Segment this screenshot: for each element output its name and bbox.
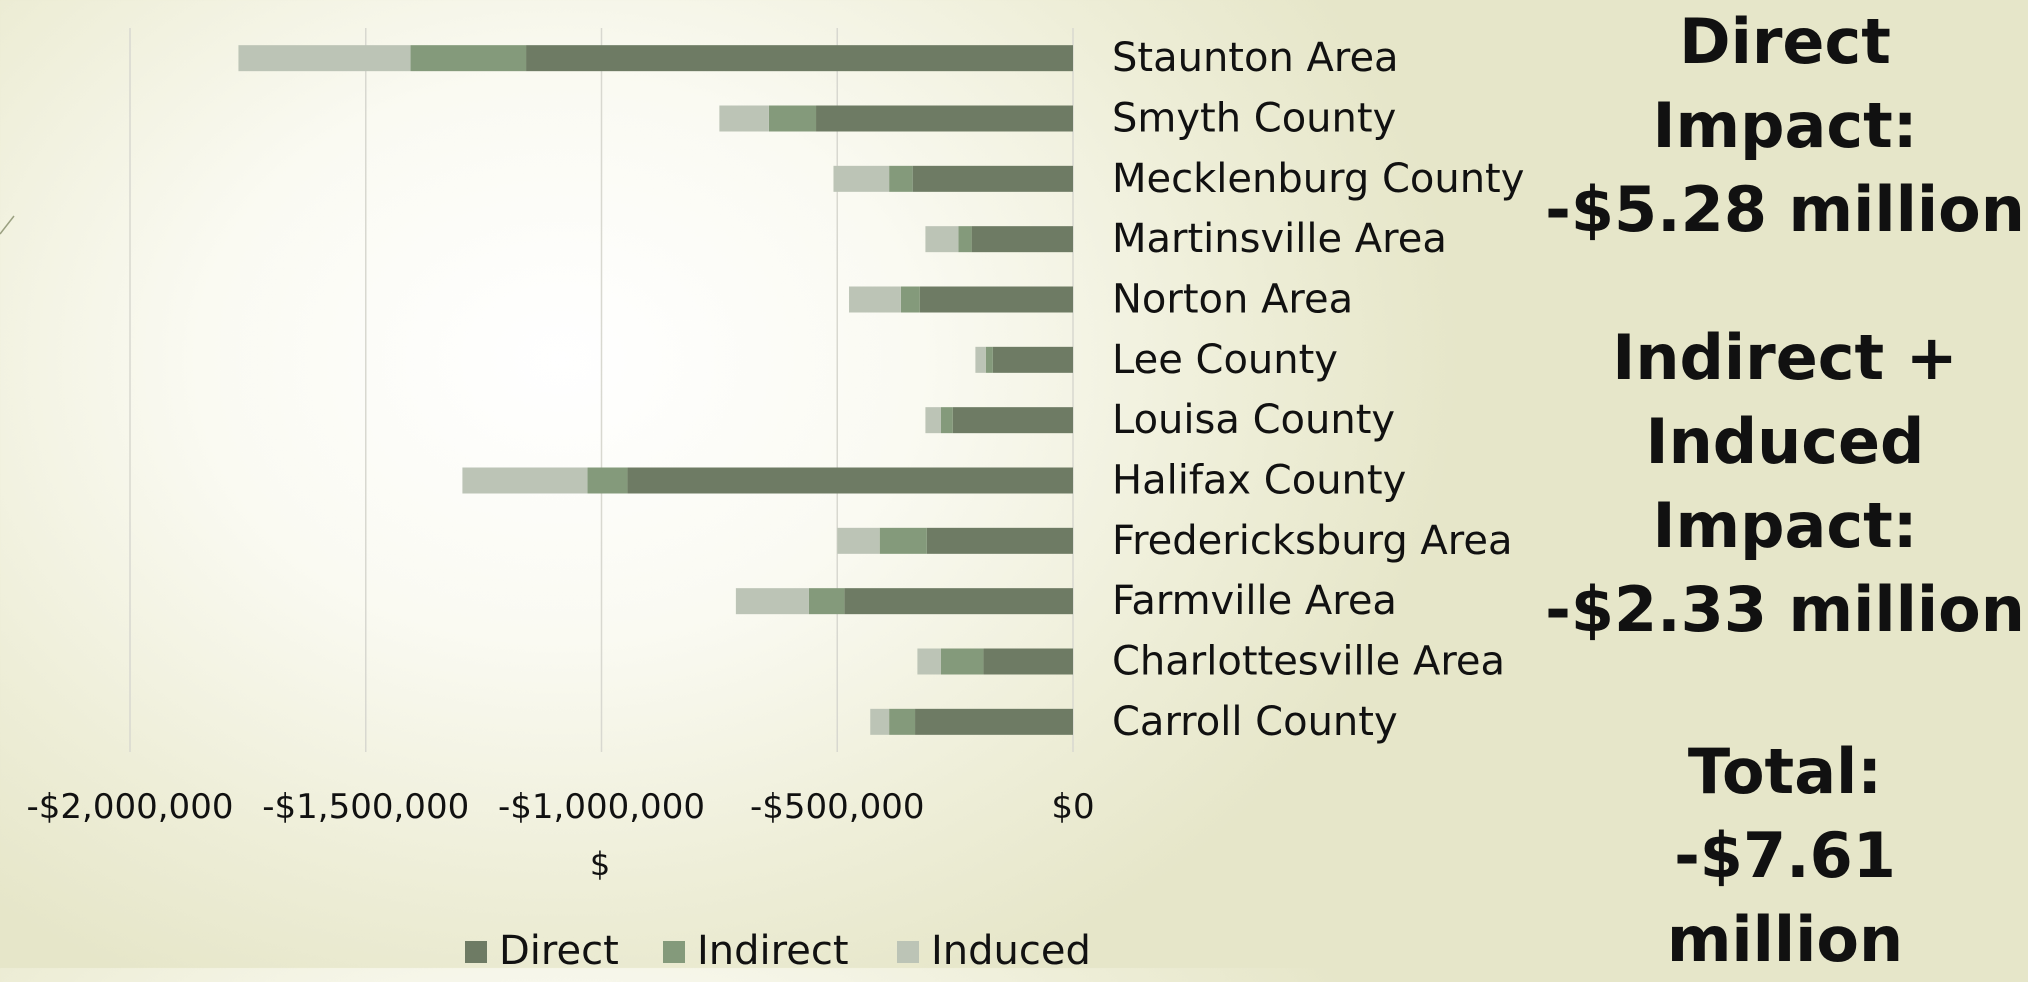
x-tick-label: -$2,000,000 xyxy=(27,787,234,827)
category-label: Martinsville Area xyxy=(1112,216,1447,262)
x-tick-label: -$1,000,000 xyxy=(498,787,705,827)
bar-direct-smyth-county xyxy=(816,105,1073,132)
category-label: Charlottesville Area xyxy=(1112,639,1505,685)
direct-impact-line-2: Impact: xyxy=(1652,89,1918,162)
direct-impact-text: Direct Impact: -$5.28 million xyxy=(1545,0,2025,252)
category-label: Carroll County xyxy=(1112,699,1398,745)
bar-induced-martinsville-area xyxy=(925,226,959,253)
bar-direct-martinsville-area xyxy=(971,226,1073,253)
x-axis-label: $ xyxy=(590,845,610,883)
direct-impact-line-3: -$5.28 million xyxy=(1545,173,2025,246)
bar-direct-norton-area xyxy=(919,286,1073,313)
bar-indirect-lee-county xyxy=(985,346,993,373)
bar-direct-mecklenburg-county xyxy=(912,165,1073,192)
bar-direct-staunton-area xyxy=(526,45,1073,72)
indirect-impact-line-2: Induced xyxy=(1645,405,1925,478)
x-tick-labels: -$2,000,000 -$1,500,000 -$1,000,000 -$500,0… xyxy=(27,787,1095,827)
bar-indirect-fredericksburg-area xyxy=(879,527,927,554)
category-label: Smyth County xyxy=(1112,96,1396,142)
bar-indirect-martinsville-area xyxy=(958,226,972,253)
bar-indirect-charlottesville-area xyxy=(940,648,984,675)
x-tick-label: -$500,000 xyxy=(750,787,925,827)
bars xyxy=(238,45,1073,735)
indirect-induced-impact-text: Indirect + Induced Impact: -$2.33 millio… xyxy=(1545,316,2025,652)
bar-direct-halifax-county xyxy=(627,467,1073,494)
bar-indirect-farmville-area xyxy=(808,588,845,615)
bar-induced-farmville-area xyxy=(735,588,809,615)
bar-induced-smyth-county xyxy=(719,105,769,132)
legend-swatch-induced xyxy=(897,941,919,963)
indirect-impact-line-4: -$2.33 million xyxy=(1545,573,2025,646)
bar-indirect-norton-area xyxy=(900,286,920,313)
category-label: Farmville Area xyxy=(1112,578,1397,624)
category-label: Mecklenburg County xyxy=(1112,156,1524,202)
direct-impact-line-1: Direct xyxy=(1679,5,1891,78)
bar-direct-fredericksburg-area xyxy=(926,527,1073,554)
indirect-impact-line-3: Impact: xyxy=(1652,489,1918,562)
bar-direct-farmville-area xyxy=(844,588,1073,615)
gridlines xyxy=(129,28,1074,752)
bar-direct-lee-county xyxy=(992,346,1073,373)
bar-induced-norton-area xyxy=(849,286,901,313)
bar-indirect-staunton-area xyxy=(410,45,527,72)
decorative-line xyxy=(0,215,15,235)
total-impact-text: Total: -$7.61 million xyxy=(1545,730,2025,982)
legend-swatch-indirect xyxy=(663,941,685,963)
bar-indirect-louisa-county xyxy=(940,407,953,434)
category-label: Lee County xyxy=(1112,337,1338,383)
total-impact-line-3: million xyxy=(1666,903,1904,976)
bar-indirect-mecklenburg-county xyxy=(889,165,913,192)
bar-induced-mecklenburg-county xyxy=(833,165,890,192)
legend-label-indirect: Indirect xyxy=(697,928,849,968)
bar-indirect-carroll-county xyxy=(889,708,916,735)
legend-label-direct: Direct xyxy=(499,928,619,968)
bar-direct-charlottesville-area xyxy=(983,648,1073,675)
category-label: Fredericksburg Area xyxy=(1112,518,1512,564)
legend-swatch-direct xyxy=(465,941,487,963)
category-label: Halifax County xyxy=(1112,458,1406,504)
bar-induced-charlottesville-area xyxy=(917,648,941,675)
category-label: Louisa County xyxy=(1112,397,1395,443)
category-label: Staunton Area xyxy=(1112,35,1399,81)
bar-induced-staunton-area xyxy=(238,45,411,72)
indirect-impact-line-1: Indirect + xyxy=(1612,321,1958,394)
bar-induced-carroll-county xyxy=(870,708,890,735)
bar-induced-louisa-county xyxy=(925,407,941,434)
bar-direct-carroll-county xyxy=(915,708,1073,735)
bar-direct-louisa-county xyxy=(952,407,1073,434)
bar-indirect-smyth-county xyxy=(768,105,817,132)
total-impact-line-2: -$7.61 xyxy=(1674,819,1896,892)
category-label: Norton Area xyxy=(1112,277,1353,323)
x-tick-label: $0 xyxy=(1051,787,1094,827)
legend: Direct Indirect Induced xyxy=(465,928,1091,968)
bar-indirect-halifax-county xyxy=(587,467,628,494)
bar-induced-halifax-county xyxy=(462,467,588,494)
x-tick-label: -$1,500,000 xyxy=(262,787,469,827)
total-impact-line-1: Total: xyxy=(1687,735,1883,808)
bar-induced-fredericksburg-area xyxy=(837,527,880,554)
legend-label-induced: Induced xyxy=(931,928,1091,968)
bar-induced-lee-county xyxy=(975,346,986,373)
